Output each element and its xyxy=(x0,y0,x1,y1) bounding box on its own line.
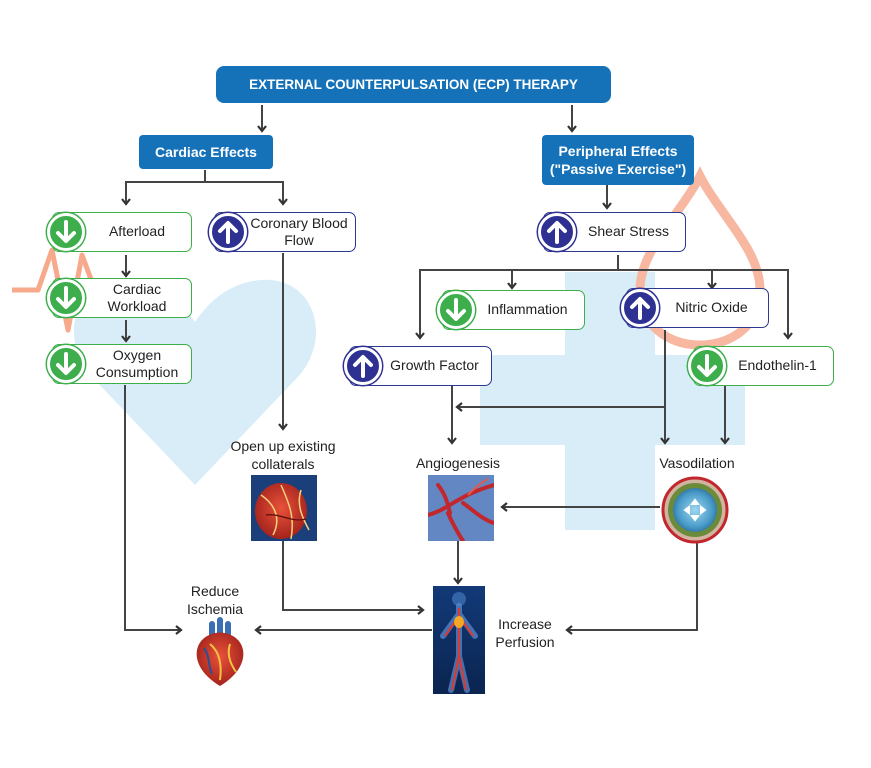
connectors xyxy=(121,105,793,635)
peripheral-effects-sublabel: ("Passive Exercise") xyxy=(549,161,687,177)
decrease-arrow-icon xyxy=(688,347,726,385)
open-collaterals-line2: collaterals xyxy=(251,456,315,473)
therapy-title-box: EXTERNAL COUNTERPULSATION (ECP) THERAPY xyxy=(216,66,611,103)
peripheral-effects-label: Peripheral Effects xyxy=(558,142,678,159)
increase-perfusion-line1: Increase xyxy=(498,616,552,632)
oxygen-consumption-label: Oxygen xyxy=(112,346,162,363)
increase-perfusion-label: Increase Perfusion xyxy=(480,615,570,651)
decrease-arrow-icon xyxy=(47,345,85,383)
vasodilation-label: Vasodilation xyxy=(659,455,735,471)
growth-factor-label: Growth Factor xyxy=(390,357,479,374)
inflammation-label: Inflammation xyxy=(487,301,568,318)
peripheral-effects-box: Peripheral Effects ("Passive Exercise") xyxy=(542,135,694,185)
shear-stress-label: Shear Stress xyxy=(588,223,669,240)
oxygen-consumption-label-line2: Consumption xyxy=(95,364,179,380)
heart-anatomy-image xyxy=(196,617,244,686)
increase-arrow-icon xyxy=(621,289,659,327)
vasodilation-vessel-image xyxy=(661,476,729,544)
reduce-ischemia-label: Reduce Ischemia xyxy=(170,582,260,618)
decrease-arrow-icon xyxy=(47,279,85,317)
increase-arrow-icon xyxy=(209,213,247,251)
nitric-oxide-label: Nitric Oxide xyxy=(675,299,748,316)
endothelin-label: Endothelin-1 xyxy=(738,357,817,374)
reduce-ischemia-line2: Ischemia xyxy=(186,601,244,618)
perfusion-body-image xyxy=(433,586,485,694)
decrease-arrow-icon xyxy=(47,213,85,251)
coronary-blood-flow-label-line2: Flow xyxy=(284,232,314,248)
cardiac-workload-label-line2: Workload xyxy=(107,298,167,314)
afterload-label: Afterload xyxy=(108,223,166,240)
cardiac-effects-box: Cardiac Effects xyxy=(139,135,273,169)
increase-arrow-icon xyxy=(344,347,382,385)
open-collaterals-line1: Open up existing xyxy=(230,438,336,454)
collaterals-heart-image xyxy=(251,475,317,541)
increase-perfusion-line2: Perfusion xyxy=(495,634,555,651)
background-heart-shape xyxy=(73,279,317,485)
increase-arrow-icon xyxy=(538,213,576,251)
angiogenesis-label: Angiogenesis xyxy=(415,455,501,471)
cardiac-workload-label: Cardiac xyxy=(112,280,162,297)
open-collaterals-label: Open up existing collaterals xyxy=(213,437,353,473)
therapy-title: EXTERNAL COUNTERPULSATION (ECP) THERAPY xyxy=(249,76,578,92)
angiogenesis-image xyxy=(428,475,494,541)
coronary-blood-flow-label: Coronary Blood xyxy=(250,214,348,231)
reduce-ischemia-line1: Reduce xyxy=(190,583,240,599)
cardiac-effects-label: Cardiac Effects xyxy=(155,143,257,160)
decrease-arrow-icon xyxy=(437,291,475,329)
